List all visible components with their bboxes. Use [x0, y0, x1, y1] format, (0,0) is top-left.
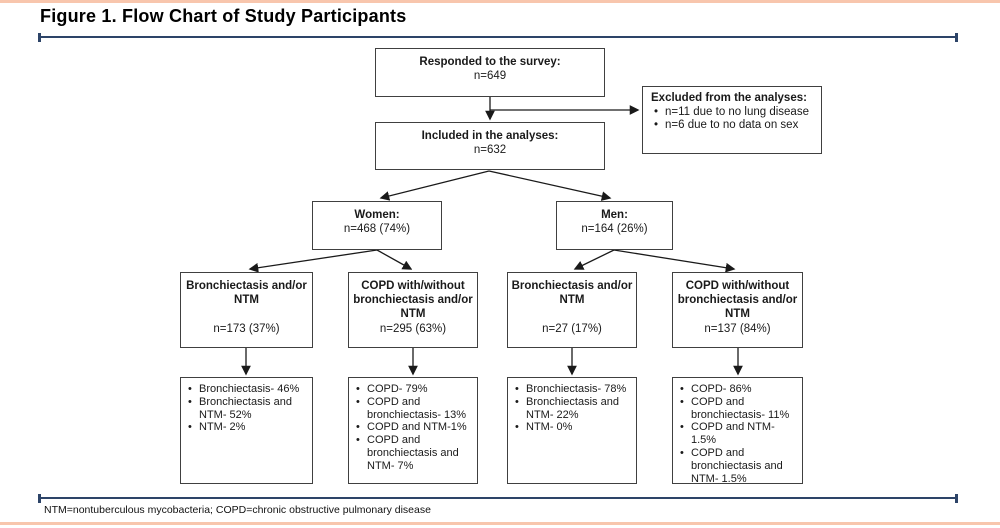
- breakdown-item: NTM- 0%: [512, 421, 633, 434]
- node-included-title: Included in the analyses:: [421, 130, 559, 142]
- figure-title: Figure 1. Flow Chart of Study Participan…: [40, 6, 407, 26]
- group-title: COPD with/without bronchiectasis and/or …: [353, 280, 473, 321]
- breakdown-item: Bronchiectasis- 46%: [185, 383, 309, 396]
- node-excluded: Excluded from the analyses: n=11 due to …: [642, 86, 822, 154]
- breakdown-women-bronchiectasis: Bronchiectasis- 46%Bronchiectasis and NT…: [180, 377, 313, 484]
- arrow-men-to-copd: [613, 249, 736, 273]
- node-responded: Responded to the survey: n=649: [375, 48, 605, 97]
- breakdown-item: Bronchiectasis and NTM- 22%: [512, 396, 633, 422]
- arrow-included-to-men: [488, 170, 612, 201]
- excluded-bullet-item: n=6 due to no data on sex: [651, 119, 813, 133]
- node-responded-value: n=649: [473, 70, 507, 83]
- node-women: Women: n=468 (74%): [312, 201, 442, 250]
- node-women-title: Women:: [354, 209, 400, 221]
- top-divider-rule: [38, 32, 958, 42]
- breakdown-item: COPD and bronchiectasis- 11%: [677, 396, 799, 422]
- node-men: Men: n=164 (26%): [556, 201, 673, 250]
- breakdown-list: COPD- 79%COPD and bronchiectasis- 13%COP…: [353, 383, 474, 473]
- group-title: Bronchiectasis and/or NTM: [511, 280, 633, 307]
- node-men-bronchiectasis: Bronchiectasis and/or NTM n=27 (17%): [507, 272, 637, 348]
- group-value: n=295 (63%): [379, 323, 447, 335]
- breakdown-item: Bronchiectasis- 78%: [512, 383, 633, 396]
- breakdown-men-copd: COPD- 86%COPD and bronchiectasis- 11%COP…: [672, 377, 803, 485]
- group-value: n=27 (17%): [542, 323, 602, 335]
- page-bottom-accent-rule: [0, 522, 1000, 525]
- figure-footnote: NTM=nontuberculous mycobacteria; COPD=ch…: [44, 504, 431, 516]
- breakdown-list: COPD- 86%COPD and bronchiectasis- 11%COP…: [677, 383, 799, 485]
- breakdown-item: Bronchiectasis and NTM- 52%: [185, 396, 309, 422]
- node-men-title: Men:: [601, 209, 628, 221]
- breakdown-item: COPD and NTM-1%: [353, 421, 474, 434]
- breakdown-item: COPD- 79%: [353, 383, 474, 396]
- group-title: COPD with/without bronchiectasis and/or …: [677, 280, 798, 321]
- node-men-copd: COPD with/without bronchiectasis and/or …: [672, 272, 803, 348]
- breakdown-item: COPD- 86%: [677, 383, 799, 396]
- arrow-women-to-copd: [376, 249, 413, 270]
- breakdown-item: COPD and bronchiectasis and NTM- 1.5%: [677, 447, 799, 485]
- breakdown-women-copd: COPD- 79%COPD and bronchiectasis- 13%COP…: [348, 377, 478, 484]
- node-included-value: n=632: [473, 144, 507, 157]
- breakdown-item: NTM- 2%: [185, 421, 309, 434]
- excluded-bullet-item: n=11 due to no lung disease: [651, 106, 813, 120]
- page-top-accent-rule: [0, 0, 1000, 3]
- node-responded-title: Responded to the survey:: [419, 56, 561, 68]
- group-title: Bronchiectasis and/or NTM: [186, 280, 307, 307]
- arrow-men-to-bronchiectasis: [573, 249, 615, 270]
- arrow-women-to-bronchiectasis: [248, 249, 378, 273]
- node-excluded-title: Excluded from the analyses:: [651, 92, 807, 104]
- breakdown-item: COPD and bronchiectasis and NTM- 7%: [353, 434, 474, 472]
- node-women-value: n=468 (74%): [343, 223, 411, 236]
- breakdown-list: Bronchiectasis- 78%Bronchiectasis and NT…: [512, 383, 633, 434]
- node-included: Included in the analyses: n=632: [375, 122, 605, 170]
- breakdown-item: COPD and bronchiectasis- 13%: [353, 396, 474, 422]
- group-value: n=137 (84%): [704, 323, 771, 335]
- node-women-copd: COPD with/without bronchiectasis and/or …: [348, 272, 478, 348]
- bottom-divider-rule: [38, 493, 958, 503]
- group-value: n=173 (37%): [213, 323, 280, 335]
- node-men-value: n=164 (26%): [581, 223, 648, 236]
- breakdown-men-bronchiectasis: Bronchiectasis- 78%Bronchiectasis and NT…: [507, 377, 637, 484]
- arrow-included-to-women: [379, 170, 490, 201]
- breakdown-item: COPD and NTM- 1.5%: [677, 421, 799, 447]
- breakdown-list: Bronchiectasis- 46%Bronchiectasis and NT…: [185, 383, 309, 434]
- excluded-bullet-list: n=11 due to no lung diseasen=6 due to no…: [651, 106, 813, 133]
- node-women-bronchiectasis: Bronchiectasis and/or NTM n=173 (37%): [180, 272, 313, 348]
